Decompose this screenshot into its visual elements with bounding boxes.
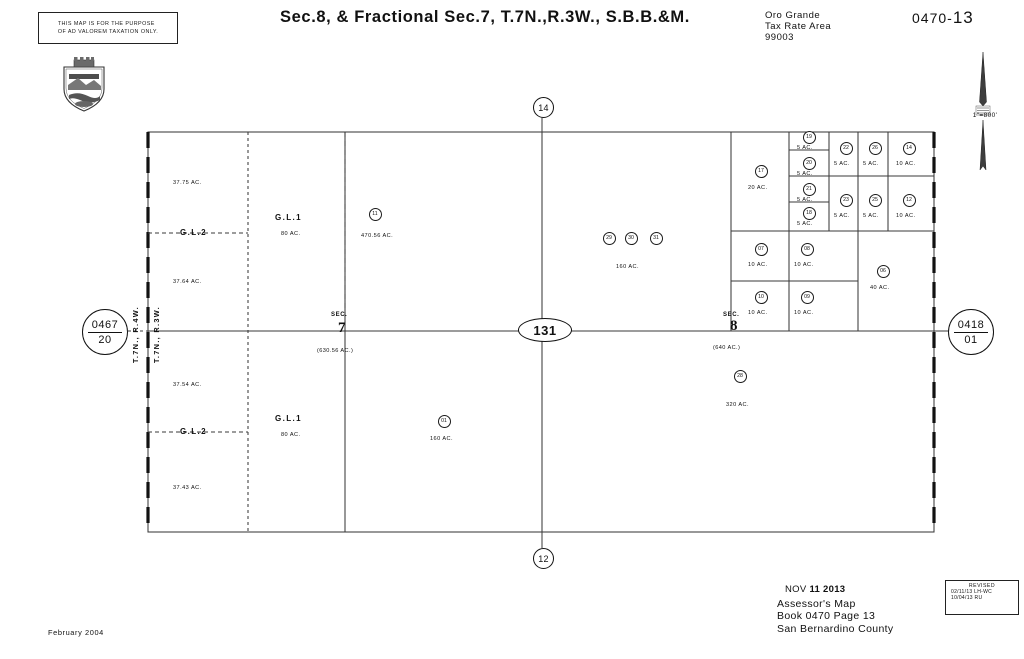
township-label-left: T.7N., R.4W. bbox=[131, 306, 140, 364]
parcel-number-10: 10 bbox=[754, 290, 768, 304]
strip-acreage-2: 37.64 AC. bbox=[173, 279, 202, 285]
parcel-number-25: 25 bbox=[868, 193, 882, 207]
ad-valorem-notice-box: THIS MAP IS FOR THE PURPOSE OF AD VALORE… bbox=[38, 12, 178, 44]
strip-acreage-1: 37.75 AC. bbox=[173, 180, 202, 186]
assessor-map-label: Assessor's Map bbox=[777, 598, 856, 610]
parcel-number-28: 28 bbox=[733, 369, 747, 383]
adjacent-page-left: 20 bbox=[98, 333, 112, 346]
parcel-acreage-21: 5 AC. bbox=[797, 197, 813, 203]
parcel-number-20: 20 bbox=[802, 156, 816, 170]
recorded-day-year: 11 2013 bbox=[809, 584, 846, 595]
page-title: Sec.8, & Fractional Sec.7, T.7N.,R.3W., … bbox=[280, 8, 690, 26]
parcel-acreage-28: 320 AC. bbox=[726, 402, 750, 408]
parcel-acreage-23: 5 AC. bbox=[834, 213, 850, 219]
strip-acreage-3: 37.54 AC. bbox=[173, 382, 202, 388]
section-8-acreage: (640 AC.) bbox=[713, 345, 741, 351]
parcel-acreage-09: 10 AC. bbox=[794, 310, 814, 316]
map-scale-label: 1"=800' bbox=[972, 112, 998, 119]
adjacent-book-right: 0418 bbox=[957, 318, 985, 331]
lot-acreage-gl1-upper: 80 AC. bbox=[281, 231, 301, 237]
section-marker-14: 14 bbox=[533, 97, 554, 118]
parcel-number-09: 09 bbox=[800, 290, 814, 304]
assessor-county: San Bernardino County bbox=[777, 622, 894, 635]
section-7-number: 7 bbox=[338, 320, 346, 336]
lot-label-gl2-lower: G.L.2 bbox=[180, 427, 208, 436]
strip-acreage-4: 37.43 AC. bbox=[173, 485, 202, 491]
parcel-number-08: 08 bbox=[800, 242, 814, 256]
lot-label-gl1-upper: G.L.1 bbox=[275, 213, 303, 222]
parcel-acreage-17: 20 AC. bbox=[748, 185, 768, 191]
parcel-acreage-26: 5 AC. bbox=[863, 161, 879, 167]
township-label-right: T.7N., R.3W. bbox=[152, 306, 161, 364]
parcel-acreage-10: 10 AC. bbox=[748, 310, 768, 316]
north-arrow-icon bbox=[975, 51, 991, 171]
lot-label-gl1-lower: G.L.1 bbox=[275, 414, 303, 423]
parcel-acreage-31: 160 AC. bbox=[616, 264, 640, 270]
assessor-map-block: Assessor's Map Book 0470 Page 13 San Ber… bbox=[777, 598, 894, 635]
section-8-number: 8 bbox=[730, 318, 738, 334]
section-7-acreage: (630.56 AC.) bbox=[317, 348, 354, 354]
recorded-month: NOV bbox=[785, 584, 807, 595]
revised-box: REVISED 02/11/13 LH-WC 10/04/13 RU bbox=[945, 580, 1019, 615]
parcel-number-12: 12 bbox=[902, 193, 916, 207]
parcel-acreage-14: 10 AC. bbox=[896, 161, 916, 167]
parcel-number-01: 01 bbox=[437, 414, 451, 428]
parcel-acreage-12: 10 AC. bbox=[896, 213, 916, 219]
section-8-label: SEC. bbox=[723, 312, 740, 318]
recorded-date-stamp: NOV 11 2013 bbox=[785, 584, 845, 595]
tra-label: Tax Rate Area bbox=[765, 21, 832, 32]
map-date: February 2004 bbox=[48, 628, 104, 637]
tax-rate-area-block: Oro Grande Tax Rate Area 99003 bbox=[765, 10, 831, 43]
parcel-acreage-22: 5 AC. bbox=[834, 161, 850, 167]
parcel-acreage-06: 40 AC. bbox=[870, 285, 890, 291]
book-number: 0470- bbox=[912, 10, 953, 26]
parcel-number-23: 23 bbox=[839, 193, 853, 207]
tra-city-name: Oro Grande bbox=[765, 10, 821, 21]
road-shield-131: 131 bbox=[518, 318, 572, 342]
parcel-number-06: 06 bbox=[876, 264, 890, 278]
parcel-number-17: 17 bbox=[754, 164, 768, 178]
revised-header: REVISED bbox=[968, 583, 996, 589]
parcel-number-30: 30 bbox=[624, 231, 638, 245]
revised-entry-2: 10/04/13 RU bbox=[951, 595, 983, 602]
parcel-number-31: 31 bbox=[649, 231, 663, 245]
lot-label-gl2-upper: G.L.2 bbox=[180, 228, 208, 237]
adjacent-book-circle-right: 0418 01 bbox=[948, 309, 994, 355]
san-bernardino-county-seal bbox=[63, 57, 105, 112]
parcel-number-21: 21 bbox=[802, 182, 816, 196]
section-7-label: SEC. bbox=[331, 312, 348, 318]
parcel-acreage-07: 10 AC. bbox=[748, 262, 768, 268]
notice-line-2: OF AD VALOREM TAXATION ONLY. bbox=[57, 29, 159, 35]
assessor-book-page: Book 0470 Page 13 bbox=[777, 610, 876, 623]
parcel-acreage-25: 5 AC. bbox=[863, 213, 879, 219]
section-marker-12: 12 bbox=[533, 548, 554, 569]
parcel-number-18: 18 bbox=[802, 206, 816, 220]
lot-acreage-gl1-lower: 80 AC. bbox=[281, 432, 301, 438]
parcel-acreage-19: 5 AC. bbox=[797, 145, 813, 151]
book-page-number: 0470-13 bbox=[912, 8, 974, 28]
tra-number: 99003 bbox=[765, 32, 794, 43]
parcel-acreage-01: 160 AC. bbox=[430, 436, 454, 442]
parcel-number-26: 26 bbox=[868, 141, 882, 155]
notice-line-1: THIS MAP IS FOR THE PURPOSE bbox=[57, 21, 155, 27]
parcel-number-22: 22 bbox=[839, 141, 853, 155]
parcel-acreage-20: 5 AC. bbox=[797, 171, 813, 177]
parcel-number-29: 29 bbox=[602, 231, 616, 245]
page-number: 13 bbox=[952, 8, 974, 27]
adjacent-page-right: 01 bbox=[964, 333, 978, 346]
parcel-acreage-08: 10 AC. bbox=[794, 262, 814, 268]
parcel-acreage-18: 5 AC. bbox=[797, 221, 813, 227]
adjacent-book-left: 0467 bbox=[91, 318, 119, 331]
parcel-acreage-11: 470.56 AC. bbox=[361, 233, 394, 239]
revised-entry-1: 02/11/13 LH-WC bbox=[951, 589, 993, 595]
parcel-number-19: 19 bbox=[802, 130, 816, 144]
parcel-number-07: 07 bbox=[754, 242, 768, 256]
adjacent-book-circle-left: 0467 20 bbox=[82, 309, 128, 355]
parcel-number-14: 14 bbox=[902, 141, 916, 155]
parcel-number-11: 11 bbox=[368, 207, 382, 221]
